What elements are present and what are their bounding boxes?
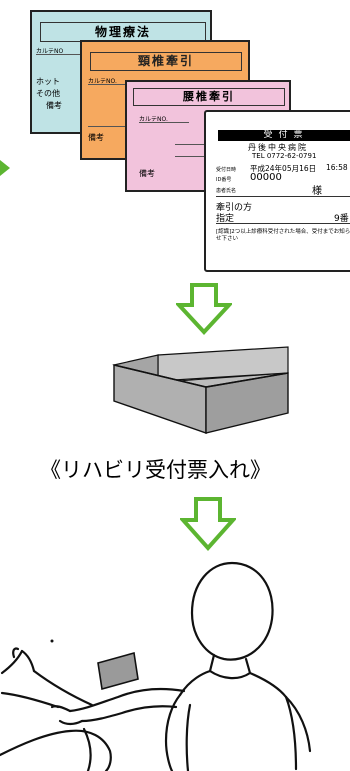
ticket-title: 受付票	[218, 130, 350, 141]
lumbar-card-title: 腰椎牽引	[133, 88, 285, 106]
cervical-remarks-label: 備考	[88, 133, 104, 142]
ticket-date-value: 平成24年05月16日	[250, 164, 317, 173]
physiotherapy-remarks-label: 備考	[46, 101, 62, 110]
cervical-card-title: 頸椎牽引	[90, 52, 242, 71]
lumbar-remarks-label: 備考	[139, 169, 155, 178]
ticket-section: 牽引の方	[216, 203, 253, 213]
ticket-number: 9番	[334, 214, 349, 224]
lumbar-karte-label: カルテNO.	[139, 116, 168, 123]
down-arrow-icon	[176, 283, 232, 335]
physiotherapy-hot-label: ホット	[36, 77, 60, 86]
physiotherapy-other-label: その他	[36, 89, 60, 98]
left-arrow-tip-icon	[0, 160, 10, 176]
person-handing-ticket-illustration	[0, 561, 312, 771]
cervical-karte-label: カルテNO.	[88, 78, 117, 85]
reception-ticket: 受付票 丹後中央病院 TEL 0772-62-0791 受付日時 平成24年05…	[204, 110, 350, 272]
ticket-date-label: 受付日時	[216, 167, 237, 173]
reception-box-tray	[112, 346, 289, 434]
physiotherapy-karte-label: カルテNO	[36, 48, 64, 55]
ticket-name-label: 患者氏名	[216, 188, 237, 194]
ticket-id-label: ID番号	[216, 177, 232, 183]
ticket-honorific: 様	[312, 186, 322, 197]
ticket-tel: TEL 0772-62-0791	[252, 152, 317, 160]
ticket-hospital-name: 丹後中央病院	[248, 143, 308, 152]
physiotherapy-card-title: 物理療法	[40, 22, 206, 42]
ticket-designation-label: 指定	[216, 214, 235, 224]
down-arrow-icon	[180, 497, 236, 551]
caption: 《リハビリ受付票入れ》	[40, 458, 271, 482]
ticket-time-value: 16:58	[326, 163, 348, 172]
ticket-id-value: 00000	[250, 172, 282, 183]
ticket-notice: [認識]2つ以上診療科受付された場合、受付までお知らせ下さい	[216, 229, 350, 242]
